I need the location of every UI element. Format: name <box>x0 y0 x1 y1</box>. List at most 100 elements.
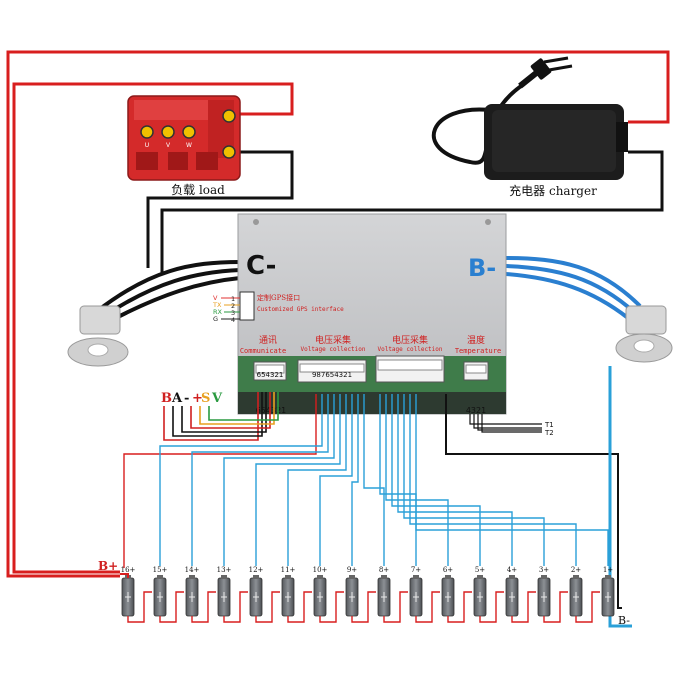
cell-series-link <box>223 591 248 623</box>
cell-series-link <box>191 591 216 623</box>
pack-b-minus-label: B- <box>618 614 630 627</box>
battery-cell <box>249 575 263 617</box>
load-controller: U V W <box>127 95 241 181</box>
cell-label: 5+ <box>475 566 485 574</box>
comm-wires <box>163 392 279 441</box>
battery-cell <box>505 575 519 617</box>
sense-wires <box>123 394 609 568</box>
temperature-pin-numbers: 4321 <box>466 406 486 415</box>
cell-series-link <box>287 591 312 623</box>
sense-wire <box>363 394 385 566</box>
sense-wire <box>255 394 341 566</box>
comm-wire <box>190 392 271 429</box>
b-minus-sense-wire <box>445 394 622 609</box>
comm-wire <box>172 392 263 437</box>
battery-cell <box>345 575 359 617</box>
cell-label: 9+ <box>347 566 357 574</box>
battery-cell <box>121 575 135 617</box>
voltage-connector-2 <box>375 355 445 383</box>
b-minus-cables <box>505 256 642 320</box>
c-minus-lug <box>67 305 129 367</box>
gps-pins: V TX RX G 1 2 3 4 <box>212 294 240 324</box>
load-terminal-w: W <box>186 142 192 149</box>
gps-label-en: Customized GPS interface <box>257 306 344 313</box>
c-minus-cables <box>94 260 241 322</box>
bms-board <box>237 213 507 415</box>
cell-label: 10+ <box>313 566 328 574</box>
cell-series-link <box>447 591 472 623</box>
bms-c-minus-label: C- <box>246 251 276 281</box>
gps-interface: 定制GPS接口 Customized GPS interface <box>239 291 344 321</box>
gps-pin-name: TX <box>212 301 222 309</box>
cell-label: 13+ <box>217 566 232 574</box>
cell-series-link <box>159 591 184 623</box>
battery-cell <box>281 575 295 617</box>
gps-label-cn: 定制GPS接口 <box>257 293 300 302</box>
cell-series-link <box>543 591 568 623</box>
battery-cell <box>313 575 327 617</box>
thermistor-wires <box>469 414 542 433</box>
battery-cell <box>217 575 231 617</box>
gps-pin-name: V <box>213 294 218 302</box>
sense-wire <box>415 394 609 566</box>
charger-label: 充电器 charger <box>509 183 597 198</box>
sense-wire <box>385 394 449 566</box>
comm-wire <box>208 392 279 421</box>
comm-pin-numbers-below: 654321 <box>256 406 287 415</box>
cell-series-link <box>319 591 344 623</box>
comm-wire-label: S <box>201 391 210 406</box>
pack-b-plus-label: B+ <box>98 559 118 573</box>
cell-label: 8+ <box>379 566 389 574</box>
comm-label-cn: 通讯 <box>259 335 277 346</box>
b-plus-power-wire <box>6 50 670 578</box>
temperature-label-cn: 温度 <box>467 334 485 346</box>
cell-label: 15+ <box>153 566 168 574</box>
cell-label: 2+ <box>571 566 581 574</box>
comm-wire-label: - <box>184 391 189 406</box>
battery-cell <box>601 575 615 617</box>
cell-series-link <box>127 591 152 623</box>
battery-pack: 16+15+14+13+12+11+10+9+8+7+6+5+4+3+2+1+ <box>120 566 615 623</box>
load-terminal-v: V <box>166 142 171 149</box>
gps-pin-name: RX <box>213 308 223 316</box>
thermistor-label-t1: T1 <box>544 421 554 429</box>
battery-cell <box>569 575 583 617</box>
battery-cell <box>377 575 391 617</box>
cell-label: 6+ <box>443 566 453 574</box>
temperature-connector <box>463 361 489 381</box>
sense-wire <box>403 394 545 566</box>
gps-pin-num: 4 <box>231 316 235 324</box>
load-label: 负载 load <box>171 183 225 197</box>
temperature-label-en: Temperature <box>455 347 501 355</box>
sense-wire <box>223 394 335 566</box>
sense-wire <box>191 394 329 566</box>
bms-b-minus-label: B- <box>468 254 496 282</box>
pack-b-minus-wire <box>608 366 632 628</box>
comm-wire <box>181 392 267 433</box>
thermistor-label-t2: T2 <box>544 429 554 437</box>
sense-wire <box>351 394 359 566</box>
comm-wire <box>163 392 259 441</box>
comm-connector <box>253 361 287 381</box>
b-plus-lead <box>120 573 129 578</box>
cell-label: 7+ <box>411 566 421 574</box>
load-terminals <box>140 109 236 159</box>
voltage2-label-en: Voltage collection <box>377 346 442 353</box>
charger-unit <box>431 56 628 180</box>
sense-wire <box>287 394 347 566</box>
gps-pin-name: G <box>213 315 218 323</box>
comm-wire-labels: B A - + S V <box>161 391 223 406</box>
battery-cell <box>537 575 551 617</box>
comm-wire-label: B <box>161 391 172 406</box>
comm-wire-label: + <box>192 391 203 406</box>
c-minus-wires <box>146 150 664 274</box>
cell-series-link <box>383 591 408 623</box>
voltage2-label-cn: 电压采集 <box>392 334 428 346</box>
cell-label: 4+ <box>507 566 517 574</box>
load-terminal-u: U <box>145 142 149 149</box>
cell-series-link <box>351 591 376 623</box>
gps-pin-num: 2 <box>231 302 235 310</box>
sense-wire <box>391 394 481 566</box>
comm-wire-label: A <box>171 391 183 406</box>
